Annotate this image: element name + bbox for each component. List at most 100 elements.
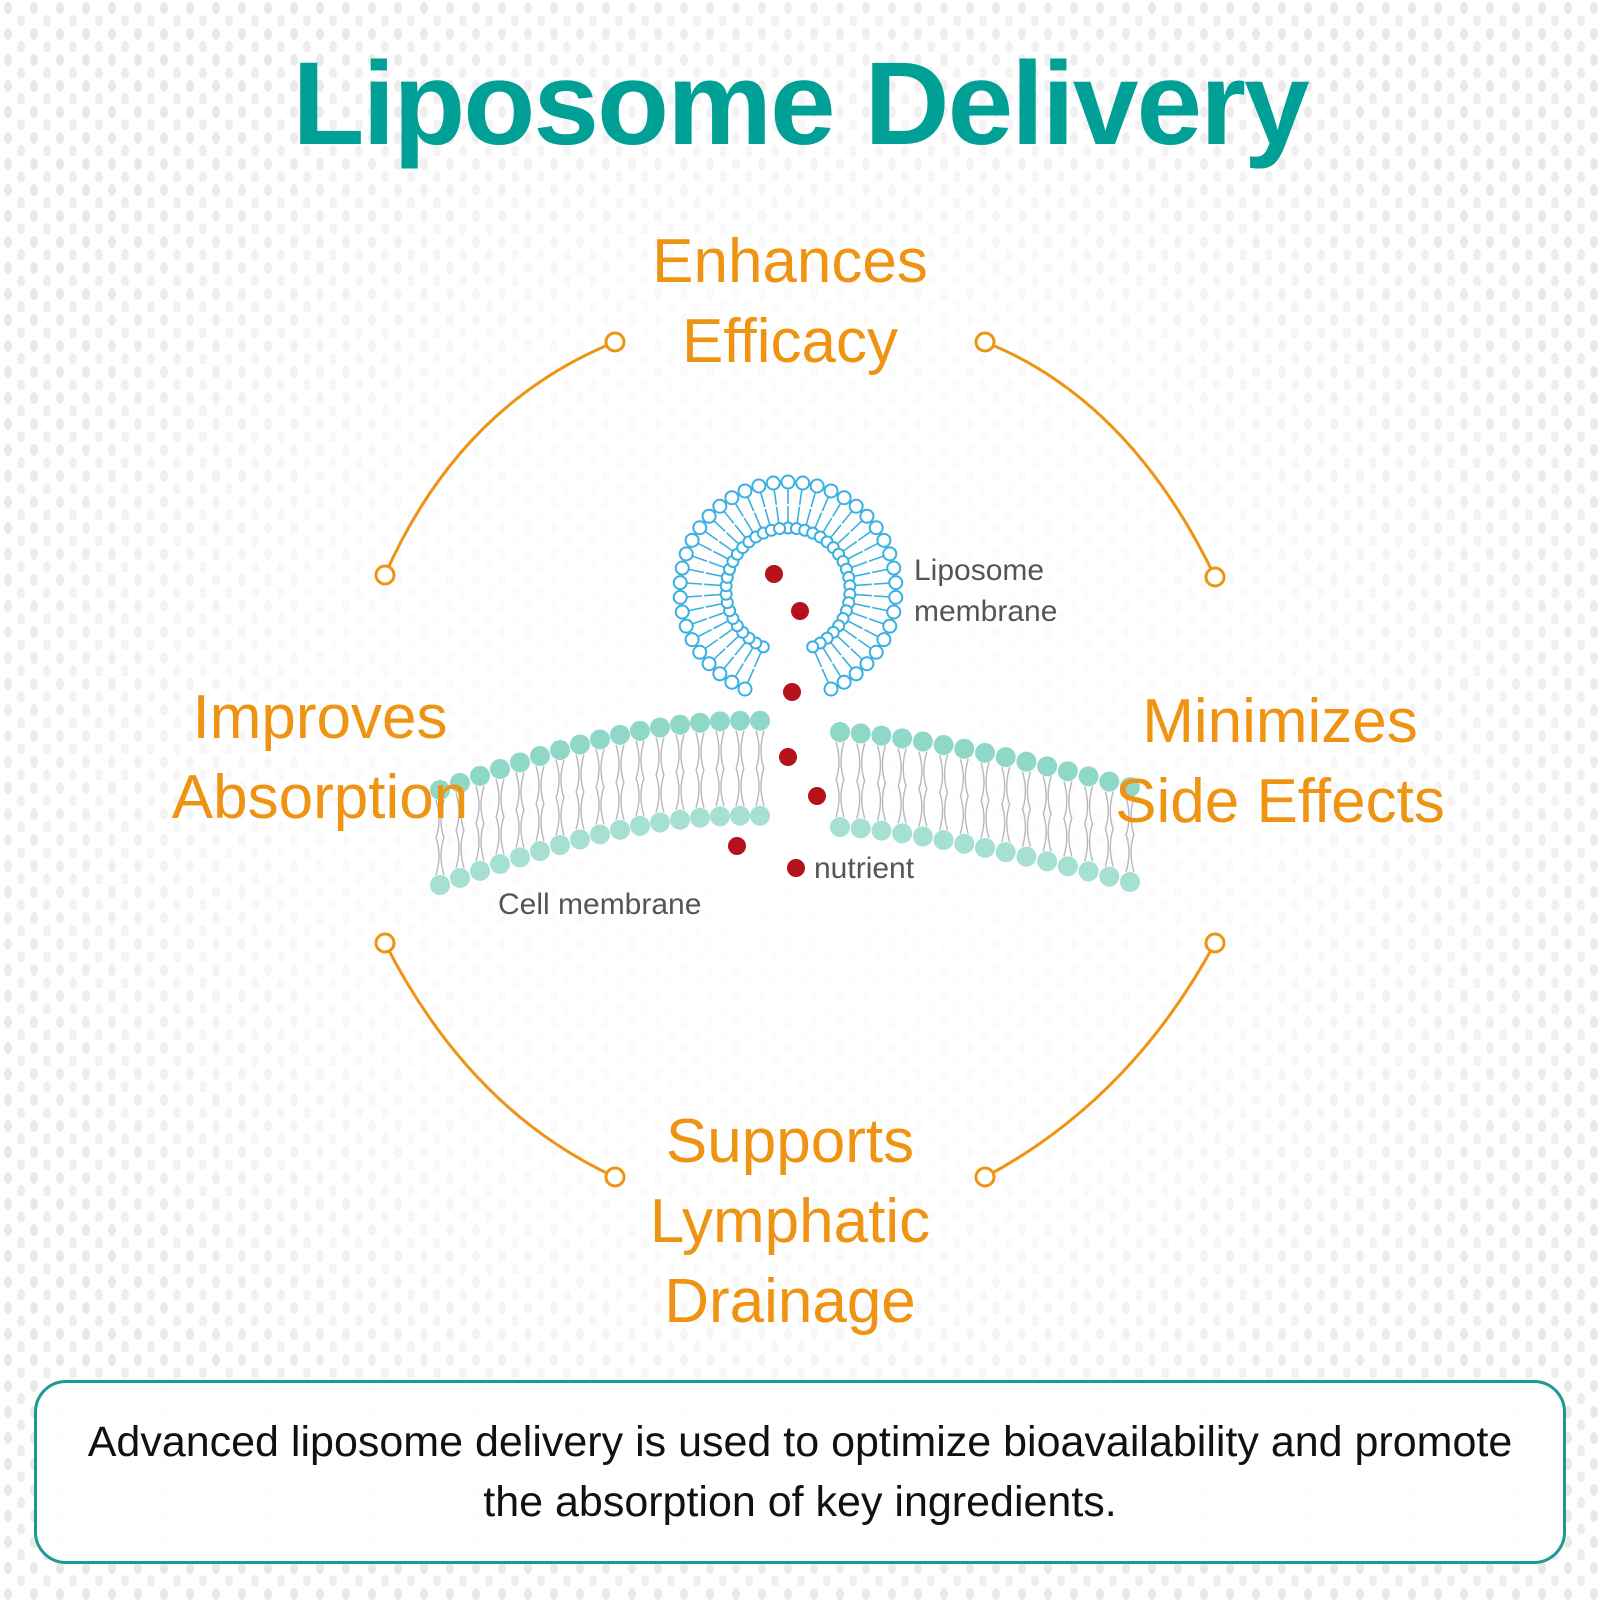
info-box: Advanced liposome delivery is used to op… <box>34 1380 1566 1564</box>
cell-right-tail-top-7 <box>980 762 990 802</box>
connector-arc-bottom-right-end-1 <box>1204 932 1226 954</box>
liposome-head-outer-32 <box>678 618 694 634</box>
cell-right-head-bottom-1 <box>850 818 871 839</box>
liposome-head-outer-4 <box>836 490 852 506</box>
liposome-head-outer-42 <box>724 490 740 506</box>
liposome-head-outer-13 <box>886 604 902 620</box>
benefit-top-line-1: Enhances <box>652 227 928 296</box>
cell-left-tail-bottom-16 <box>755 767 765 806</box>
cell-left-tail-bottom-14 <box>715 768 725 807</box>
cell-left-tail-bottom-6 <box>555 796 565 836</box>
cell-right-head-bottom-6 <box>954 833 975 854</box>
cell-right-head-top-8 <box>995 747 1016 768</box>
cell-right-tail-top-11 <box>1063 781 1073 820</box>
cell-left-tail-top-12 <box>675 734 685 773</box>
liposome-head-outer-26 <box>737 681 753 697</box>
cell-right-tail-bottom-13 <box>1104 828 1114 867</box>
cell-right-head-bottom-12 <box>1078 861 1099 882</box>
liposome-head-inner-45 <box>773 522 787 536</box>
benefit-enhances-efficacy: Enhances Efficacy <box>590 222 990 382</box>
connector-arc-top-left <box>383 340 616 576</box>
cell-left-tail-bottom-12 <box>675 771 685 810</box>
nutrient-particles <box>728 565 826 877</box>
cell-left-tail-bottom-1 <box>455 829 465 869</box>
cell-right-head-top-9 <box>1016 751 1037 772</box>
cell-left-tail-top-1 <box>455 792 465 832</box>
cell-right-tail-bottom-5 <box>938 791 949 831</box>
connector-arc-top-right-end-2 <box>1204 566 1226 588</box>
cell-right-head-top-14 <box>1120 777 1140 797</box>
cell-left-tail-bottom-13 <box>695 769 705 808</box>
cell-left-head-bottom-15 <box>730 805 750 826</box>
cell-right-tail-top-3 <box>897 748 907 787</box>
benefit-bottom-line-3: Drainage <box>664 1267 916 1336</box>
cell-right-head-bottom-5 <box>933 830 954 851</box>
cell-left-head-bottom-13 <box>690 807 710 828</box>
cell-right-tail-bottom-11 <box>1063 818 1073 857</box>
cell-left-head-bottom-14 <box>710 806 730 827</box>
info-text: Advanced liposome delivery is used to op… <box>87 1418 1513 1526</box>
cell-right-head-top-13 <box>1099 771 1120 792</box>
cell-left-tail-top-16 <box>755 730 765 769</box>
liposome-head-outer-36 <box>674 560 690 576</box>
cell-right-tail-top-9 <box>1021 771 1032 810</box>
nutrient-label: nutrient <box>814 852 915 885</box>
cell-left-tail-top-5 <box>535 765 545 805</box>
cell-left-head-top-11 <box>650 717 670 738</box>
cell-right-tail-bottom-4 <box>918 788 928 827</box>
benefit-left-line-2: Absorption <box>171 763 469 832</box>
cell-left-head-bottom-1 <box>450 867 470 888</box>
liposome-head-outer-31 <box>684 632 700 648</box>
connector-arc-bottom-right-end-2 <box>974 1166 996 1188</box>
cell-left-head-top-9 <box>610 724 630 745</box>
liposome-head-outer-7 <box>868 520 884 536</box>
benefit-minimizes-side-effects: Minimizes Side Effects <box>1060 682 1500 842</box>
nutrient-dot-3 <box>783 683 801 701</box>
cell-left-tail-top-2 <box>475 785 485 825</box>
cell-left-head-top-1 <box>450 772 470 793</box>
cell-right-tail-top-14 <box>1125 796 1135 836</box>
benefit-right-line-1: Minimizes <box>1142 687 1418 756</box>
cell-right-tail-top-5 <box>938 754 949 794</box>
benefit-bottom-line-2: Lymphatic <box>649 1187 931 1256</box>
liposome-head-outer-0 <box>780 474 796 490</box>
liposome-head-outer-3 <box>823 483 839 499</box>
liposome-head-outer-10 <box>886 560 902 576</box>
cell-left-tail-top-3 <box>495 778 505 818</box>
liposome-head-outer-15 <box>876 632 892 648</box>
liposome-label-line-2: membrane <box>914 595 1058 628</box>
benefit-top-line-2: Efficacy <box>682 307 898 376</box>
cell-right-head-top-0 <box>830 722 850 742</box>
cell-right-head-bottom-7 <box>975 837 995 858</box>
liposome-label-line-1: Liposome <box>914 554 1045 587</box>
cell-right-head-bottom-11 <box>1057 856 1078 877</box>
cell-left-tail-top-0 <box>435 799 445 839</box>
cell-left-tail-bottom-15 <box>735 767 745 806</box>
cell-right-tail-bottom-2 <box>876 782 887 821</box>
cell-left-tail-top-11 <box>655 737 665 776</box>
liposome-head-outer-38 <box>684 532 700 548</box>
liposome-head-outer-5 <box>848 498 864 514</box>
cell-left-head-top-16 <box>750 710 770 731</box>
cell-left-head-bottom-9 <box>610 819 630 840</box>
cell-left-head-top-13 <box>690 712 710 733</box>
liposome-illustration <box>672 474 904 697</box>
liposome-head-outer-11 <box>888 575 904 591</box>
connector-arc-bottom-left-end-2 <box>604 1166 626 1188</box>
liposome-head-outer-12 <box>888 589 904 605</box>
cell-right-tail-top-13 <box>1104 791 1114 830</box>
benefit-left-line-1: Improves <box>192 683 448 752</box>
cell-right-tail-top-12 <box>1083 786 1094 825</box>
cell-right-tail-top-4 <box>918 751 928 790</box>
cell-right-head-top-7 <box>975 742 995 763</box>
liposome-head-outer-30 <box>692 644 708 660</box>
benefit-bottom-line-1: Supports <box>665 1107 915 1176</box>
cell-left-head-top-2 <box>470 765 490 786</box>
cell-right-tail-bottom-9 <box>1021 808 1032 847</box>
liposome-head-outer-9 <box>882 546 898 562</box>
liposome-head-outer-45 <box>765 475 781 491</box>
cell-left-head-bottom-6 <box>550 835 570 856</box>
cell-left-head-bottom-5 <box>530 841 550 862</box>
